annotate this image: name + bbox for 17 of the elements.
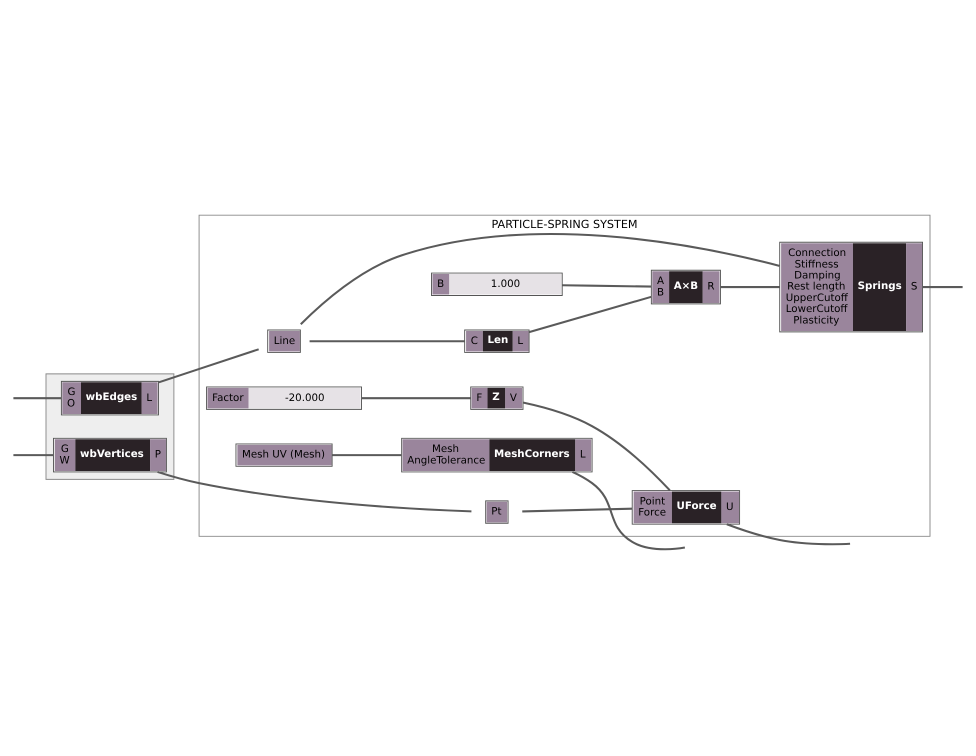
- cluster: [46, 372, 174, 480]
- connector: [13, 396, 62, 399]
- connector: [362, 396, 471, 399]
- connector: [726, 522, 850, 545]
- connector: [522, 507, 632, 512]
- connector: [13, 454, 54, 456]
- connector: [523, 401, 671, 491]
- connector: [157, 470, 472, 512]
- connector: [562, 284, 652, 288]
- connector: [310, 340, 465, 342]
- connector: [158, 348, 259, 383]
- connector: [332, 454, 402, 456]
- connector: [922, 286, 963, 288]
- connector: [528, 295, 652, 333]
- connector: [572, 470, 686, 550]
- connector: [720, 286, 780, 288]
- connector: [300, 232, 780, 324]
